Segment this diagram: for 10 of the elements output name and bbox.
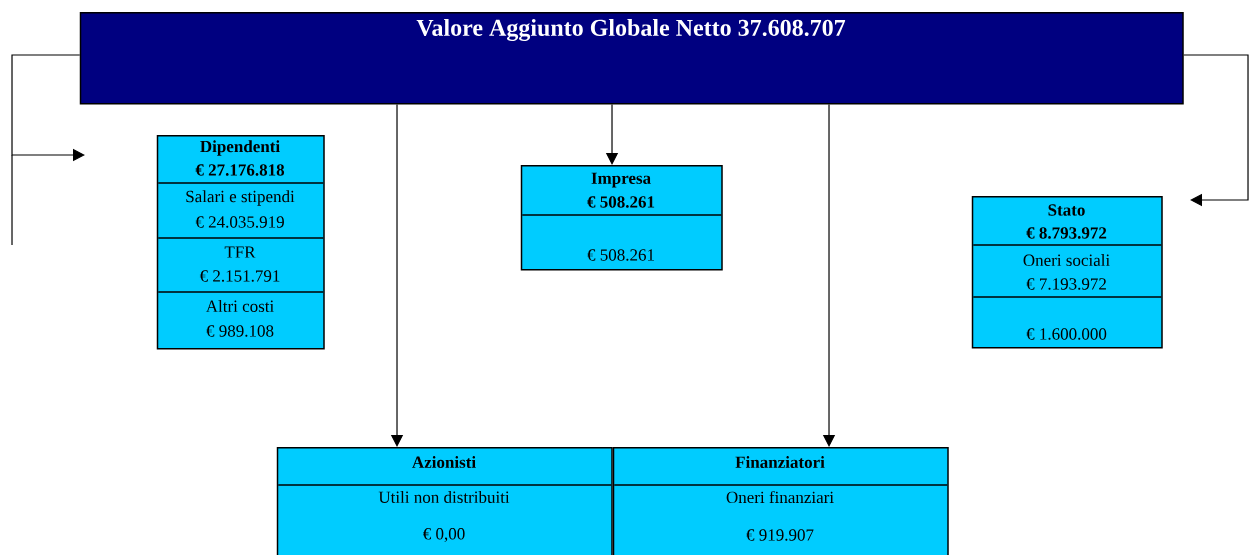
title-box: Valore Aggiunto Globale Netto 37.608.707 bbox=[79, 12, 1184, 105]
table-cell: Altri costi € 989.108 bbox=[205, 300, 274, 337]
table-cell: € 508.261 bbox=[587, 249, 654, 261]
table-cell: Oneri sociali € 7.193.972 bbox=[1023, 254, 1110, 290]
table-cell: € 1.600.000 bbox=[1026, 328, 1107, 340]
table-cell: Oneri finanziari € 919.907 bbox=[726, 490, 834, 541]
arrow bbox=[1183, 54, 1249, 207]
table-cell: TFR € 2.151.791 bbox=[199, 246, 280, 282]
table-cell: Salari e stipendi € 24.035.919 bbox=[186, 190, 295, 228]
table-cell: Utili non distribuiti € 0,00 bbox=[378, 491, 510, 542]
